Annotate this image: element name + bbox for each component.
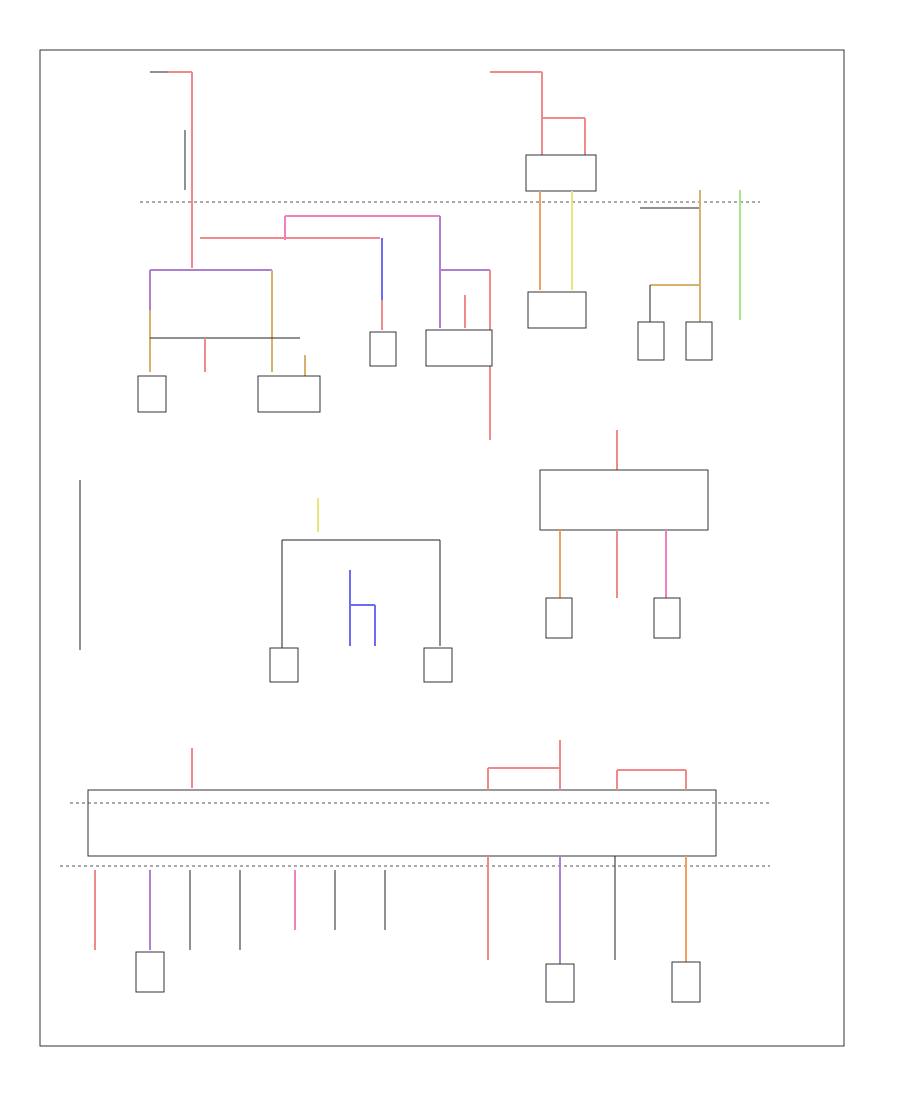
module-box-7 [685, 321, 713, 361]
top-right-circuit [490, 71, 741, 361]
module-box-9 [423, 647, 453, 683]
module-box-3 [369, 331, 397, 367]
diagram-frame [39, 49, 845, 1047]
fuse-block-box [539, 469, 709, 531]
module-box-10 [545, 597, 573, 639]
module-box-2 [257, 375, 321, 413]
module-box-6 [637, 321, 665, 361]
middle-left-circuit [79, 480, 453, 683]
lower-fuse-block-box [87, 789, 717, 857]
module-box-8 [269, 647, 299, 683]
relay-box [525, 154, 597, 192]
module-box-12 [135, 951, 165, 993]
top-left-circuit [137, 71, 493, 440]
middle-right-circuit [539, 430, 709, 639]
module-box-11 [653, 597, 681, 639]
module-box-5 [527, 291, 587, 329]
module-box-13 [545, 963, 575, 1003]
bottom-circuit [87, 740, 717, 1003]
module-box-14 [671, 961, 701, 1003]
module-box-1 [137, 375, 167, 413]
module-box-4 [425, 329, 493, 367]
